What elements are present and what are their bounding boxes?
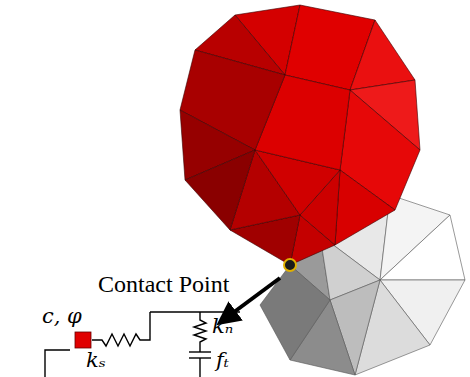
cohesion-friction-label: c, φ — [42, 306, 82, 327]
contact-point-label: Contact Point — [98, 272, 229, 296]
normal-stiffness-label: kₙ — [212, 316, 233, 337]
friction-slider — [75, 332, 91, 348]
contact-point-dot — [284, 259, 296, 271]
shear-stiffness-label: kₛ — [86, 350, 106, 371]
tensile-strength-label: fₜ — [216, 350, 229, 371]
